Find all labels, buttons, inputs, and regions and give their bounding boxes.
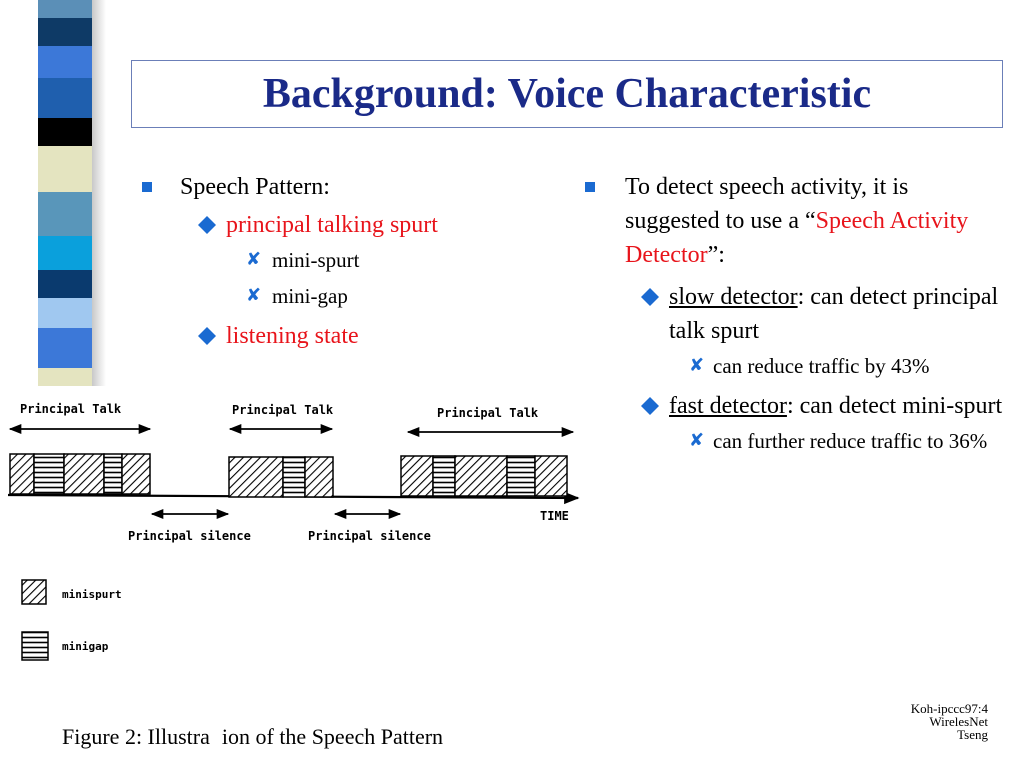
check-bullet-icon: ✘ — [689, 430, 705, 451]
legend-minispurt-swatch — [21, 579, 47, 605]
bullet-text: principal talking spurt — [226, 212, 438, 238]
minigap-block — [506, 455, 536, 497]
left-column: Speech Pattern: principal talking spurt … — [142, 170, 562, 353]
square-bullet-icon — [142, 182, 152, 192]
footer-line: Tseng — [957, 727, 988, 742]
check-bullet-icon: ✘ — [689, 355, 705, 376]
bullet-text: can further reduce traffic to 36% — [713, 429, 988, 453]
bullet-speech-pattern: Speech Pattern: — [142, 170, 562, 204]
bullet-mini-spurt: ✘ mini-spurt — [142, 245, 562, 275]
speech-activity-detector-text: Speech Activity Detector — [625, 208, 969, 268]
title-box: Background: Voice Characteristic — [131, 60, 1003, 128]
decorative-stripe-bar — [38, 0, 92, 390]
silence-label-1: Principal silence — [128, 529, 251, 543]
minigap-block — [33, 453, 65, 495]
minigap-block — [282, 456, 306, 498]
talk-label-3: Principal Talk — [437, 406, 539, 420]
caption-part: ion of the Speech Pattern — [221, 724, 444, 749]
diamond-bullet-icon — [641, 397, 659, 415]
silence-label-2: Principal silence — [308, 529, 431, 543]
bullet-text: To detect speech activity, it is suggest… — [625, 174, 909, 234]
bullet-listening-state: listening state — [142, 319, 562, 353]
bullet-text: listening state — [226, 323, 359, 349]
bullet-detect-speech: To detect speech activity, it is suggest… — [585, 170, 1005, 272]
slide-title: Background: Voice Characteristic — [262, 71, 872, 117]
right-column: To detect speech activity, it is suggest… — [585, 170, 1005, 456]
bullet-text: ”: — [707, 242, 725, 268]
minispurt-block — [228, 456, 284, 498]
minigap-block — [432, 455, 456, 497]
bullet-text: : can detect principal talk spurt — [669, 284, 999, 344]
bullet-fast-detector: fast detector: can detect mini-spurt — [585, 389, 1005, 423]
slow-detector-term: slow detector — [669, 284, 798, 310]
legend-minigap-label: minigap — [62, 640, 109, 653]
check-bullet-icon: ✘ — [246, 285, 262, 306]
caption-part: Figure 2: Illustra — [62, 724, 210, 749]
legend-minigap-swatch — [21, 631, 49, 661]
bullet-text: mini-gap — [272, 284, 348, 308]
diamond-bullet-icon — [641, 288, 659, 306]
footer-line: WirelesNet — [929, 714, 988, 729]
square-bullet-icon — [585, 182, 595, 192]
bullet-reduce-43: ✘ can reduce traffic by 43% — [585, 351, 1005, 381]
minispurt-block — [304, 456, 334, 498]
bullet-text: Speech Pattern: — [180, 174, 330, 200]
bullet-principal-talking-spurt: principal talking spurt — [142, 208, 562, 242]
fast-detector-term: fast detector — [669, 393, 787, 419]
slide-footer: Koh-ipccc97:4 WirelesNet Tseng — [911, 702, 988, 741]
figure-caption: Figure 2: Illustra ion of the Speech Patt… — [62, 724, 443, 750]
speech-pattern-diagram: Principal Talk Principal Talk Principal … — [7, 402, 580, 661]
minispurt-block — [63, 453, 105, 495]
stripe-shadow — [92, 0, 106, 390]
diamond-bullet-icon — [198, 216, 216, 234]
bullet-text: : can detect mini-spurt — [786, 393, 1003, 419]
minispurt-block — [454, 455, 508, 497]
talk-label-2: Principal Talk — [232, 403, 334, 417]
minispurt-block — [121, 453, 151, 495]
minispurt-block — [9, 453, 35, 495]
bullet-reduce-36: ✘ can further reduce traffic to 36% — [585, 426, 1005, 456]
bullet-mini-gap: ✘ mini-gap — [142, 281, 562, 311]
talk-label-1: Principal Talk — [20, 402, 122, 416]
minispurt-block — [400, 455, 434, 497]
speech-pattern-figure: Principal Talk Principal Talk Principal … — [0, 386, 585, 768]
diamond-bullet-icon — [198, 327, 216, 345]
legend-minispurt-label: minispurt — [62, 588, 122, 601]
footer-line: Koh-ipccc97:4 — [910, 701, 988, 716]
check-bullet-icon: ✘ — [246, 249, 262, 270]
time-label: TIME — [540, 509, 569, 523]
bullet-text: can reduce traffic by 43% — [713, 354, 930, 378]
minispurt-block — [534, 455, 568, 497]
minigap-block — [103, 453, 123, 495]
bullet-slow-detector: slow detector: can detect principal talk… — [585, 280, 1005, 348]
bullet-text: mini-spurt — [272, 248, 360, 272]
